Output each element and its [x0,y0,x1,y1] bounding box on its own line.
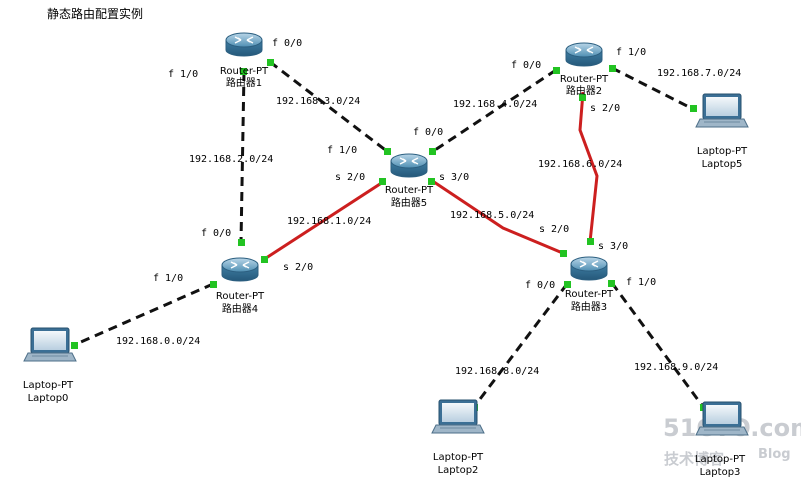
port-labels: f 0/0 f 1/0 f 1/0 f 0/0 f 0/0 f 0/0 f 1/… [153,38,656,291]
laptop-name-label: Laptop2 [438,465,479,476]
router-name-label: 路由器3 [571,300,607,313]
port-dot [384,148,391,155]
router-name-label: 路由器5 [391,196,427,209]
port-label: f 1/0 [626,277,656,288]
port-dot [564,281,571,288]
router-icon [225,32,263,57]
router-type-label: Router-PT [560,74,609,85]
port-dot [379,178,386,185]
watermark-blog: Blog [758,447,791,462]
router-5[interactable]: Router-PT 路由器5 [385,153,434,209]
watermark-sub: 技术博客 [664,450,725,468]
port-dot [609,65,616,72]
port-dot [240,68,247,75]
network-label: 192.168.2.0/24 [189,154,273,165]
network-label: 192.168.9.0/24 [634,362,718,373]
port-dot [608,280,615,287]
router-icon [221,257,259,282]
laptops-layer: Laptop-PT Laptop0 Laptop-PT Laptop2 Lapt… [23,93,749,478]
port-dot [429,148,436,155]
port-label: f 0/0 [413,127,443,138]
port-label: f 0/0 [511,60,541,71]
router-name-label: 路由器1 [226,76,262,89]
laptop-5[interactable]: Laptop-PT Laptop5 [695,93,749,170]
router-icon [570,256,608,281]
port-dot [560,250,567,257]
laptop-icon [431,399,485,434]
laptop-name-label: Laptop3 [700,467,741,478]
network-labels: 192.168.3.0/24 192.168.2.0/24 192.168.4.… [116,68,741,377]
laptop-2[interactable]: Laptop-PT Laptop2 [431,399,485,476]
page-title: 静态路由配置实例 [47,7,144,21]
port-label: s 2/0 [283,262,313,273]
port-dot [587,238,594,245]
link-r2-l5[interactable] [611,66,694,111]
link-r1-r4[interactable] [239,71,246,243]
laptop-name-label: Laptop0 [28,393,69,404]
router-type-label: Router-PT [385,185,434,196]
link-r5-r4[interactable] [262,180,384,262]
network-label: 192.168.8.0/24 [455,366,539,377]
port-dot [210,281,217,288]
router-2[interactable]: Router-PT 路由器2 [560,42,609,97]
routers-layer: Router-PT 路由器1 Router-PT 路由器2 Router-PT … [216,32,614,315]
laptop-icon [23,327,77,362]
laptop-type-label: Laptop-PT [695,454,746,465]
network-label: 192.168.1.0/24 [287,216,371,227]
network-label: 192.168.7.0/24 [657,68,741,79]
link-r3-l2[interactable] [472,283,569,408]
port-dot [553,67,560,74]
laptop-name-label: Laptop5 [702,159,743,170]
port-dot [261,256,268,263]
router-4[interactable]: Router-PT 路由器4 [216,257,265,315]
link-r1-r5[interactable] [269,60,389,154]
port-dot [71,342,78,349]
router-type-label: Router-PT [216,291,265,302]
port-label: f 1/0 [327,145,357,156]
port-label: s 2/0 [590,103,620,114]
network-label: 192.168.4.0/24 [453,99,537,110]
laptop-type-label: Laptop-PT [697,146,748,157]
port-label: f 0/0 [201,228,231,239]
laptop-0[interactable]: Laptop-PT Laptop0 [23,327,77,404]
link-r3-l3[interactable] [610,282,706,409]
network-label: 192.168.0.0/24 [116,336,200,347]
router-3[interactable]: Router-PT 路由器3 [565,256,614,313]
router-icon [390,153,428,178]
port-label: s 2/0 [539,224,569,235]
network-label: 192.168.6.0/24 [538,159,622,170]
port-dot [579,94,586,101]
laptop-type-label: Laptop-PT [23,380,74,391]
port-label: s 2/0 [335,172,365,183]
link-r4-l0[interactable] [73,282,214,347]
port-dot [238,239,245,246]
link-r5-r3[interactable] [430,178,566,256]
laptop-icon [695,401,749,436]
router-name-label: 路由器4 [222,302,258,315]
port-dot [267,59,274,66]
port-dot [690,105,697,112]
laptop-icon [695,93,749,128]
port-label: f 1/0 [153,273,183,284]
router-icon [565,42,603,67]
router-type-label: Router-PT [565,289,614,300]
router-1[interactable]: Router-PT 路由器1 [220,32,269,89]
link-r2-r5[interactable] [431,68,557,154]
port-label: f 1/0 [168,69,198,80]
laptop-type-label: Laptop-PT [433,452,484,463]
port-label: f 1/0 [616,47,646,58]
links-layer [73,60,706,409]
port-label: s 3/0 [598,241,628,252]
router-name-label: 路由器2 [566,84,602,97]
network-label: 192.168.3.0/24 [276,96,360,107]
router-type-label: Router-PT [220,66,269,77]
port-label: f 0/0 [525,280,555,291]
laptop-3[interactable]: Laptop-PT Laptop3 [695,401,749,478]
link-r2-r3[interactable] [578,91,599,243]
network-label: 192.168.5.0/24 [450,210,534,221]
port-dot [428,178,435,185]
port-label: s 3/0 [439,172,469,183]
port-label: f 0/0 [272,38,302,49]
